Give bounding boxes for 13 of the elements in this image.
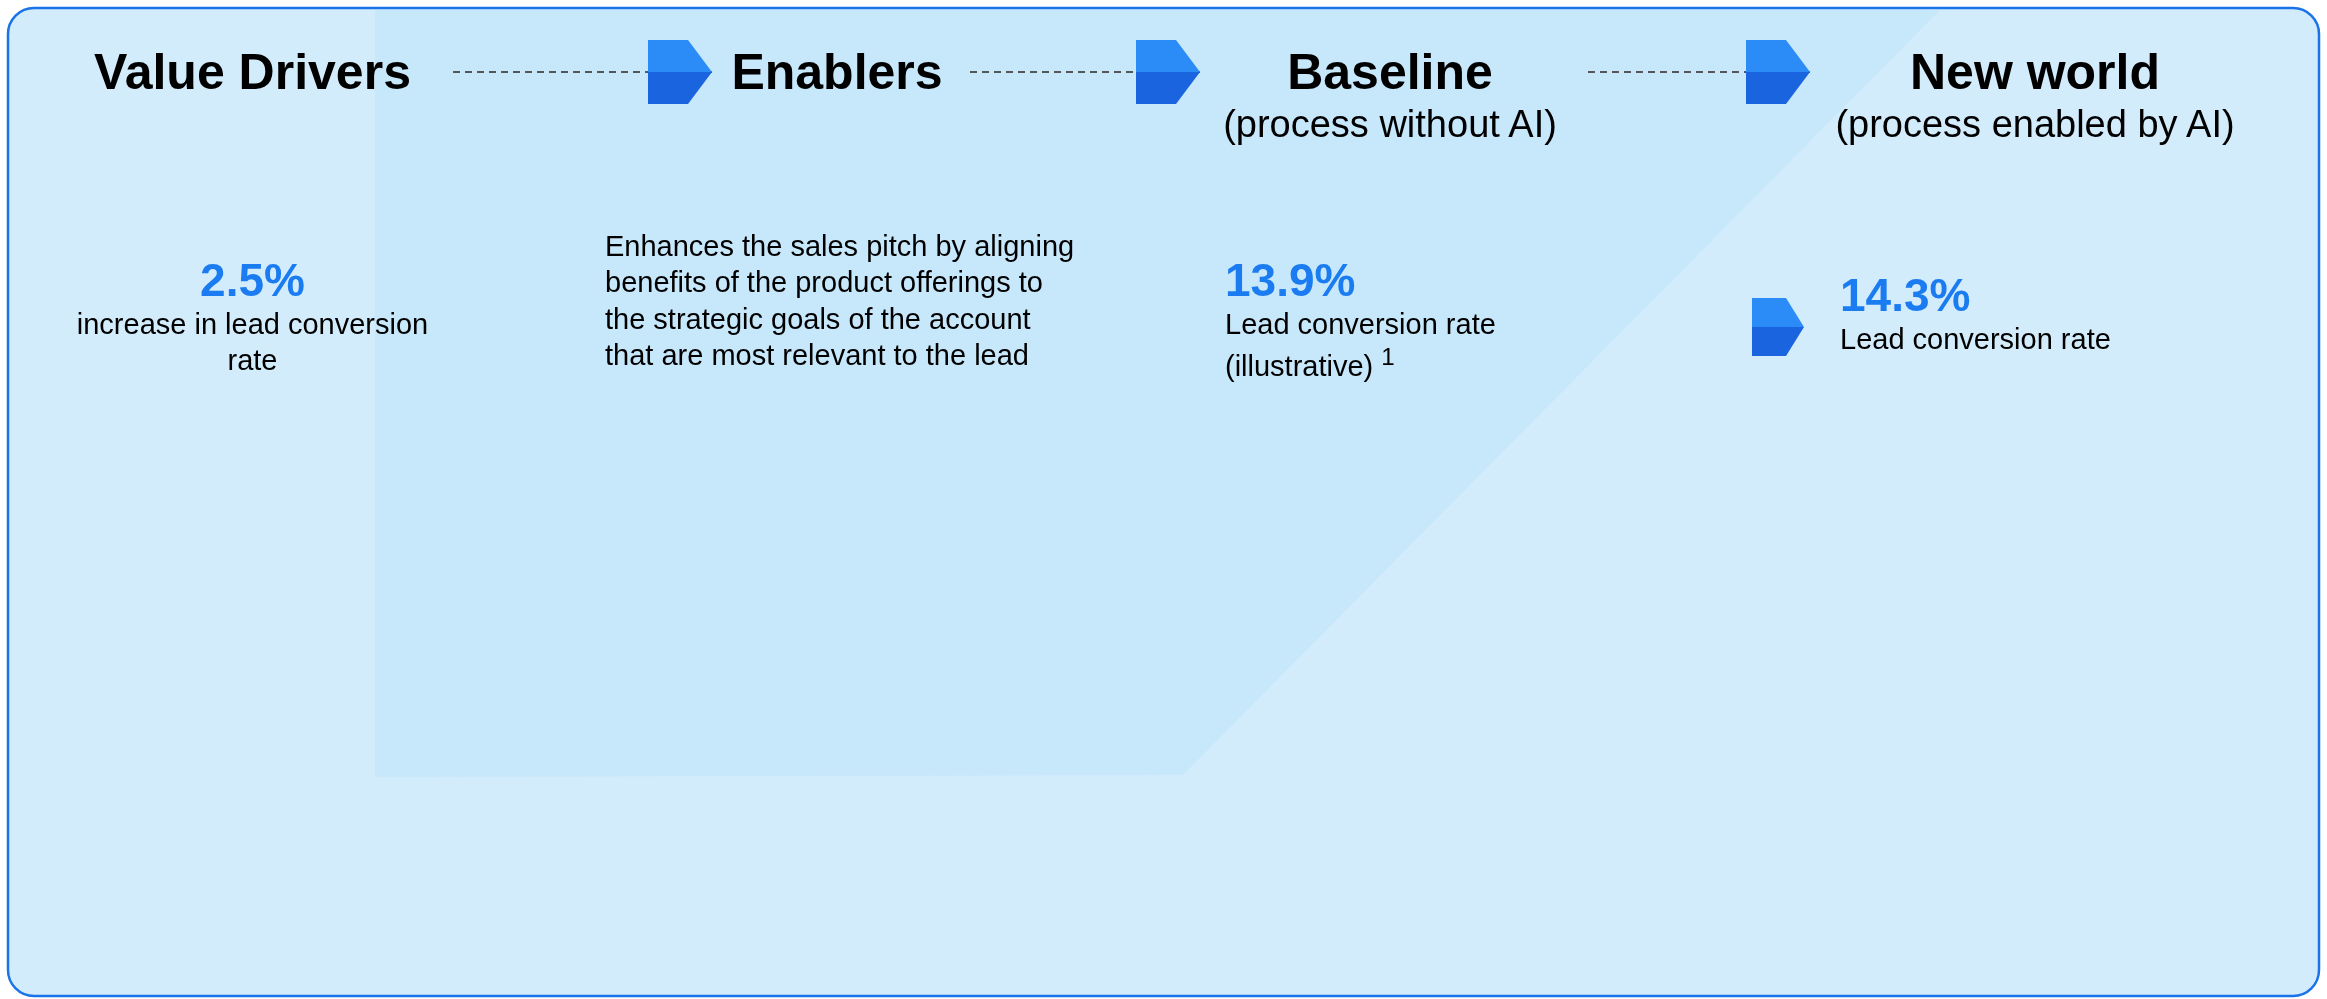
column-heading: Enablers	[730, 43, 944, 102]
column-heading: Value Drivers	[93, 43, 412, 102]
column-heading: New world	[1909, 43, 2161, 102]
description-text: increase in lead conversion rate	[75, 306, 430, 378]
percentage-value: 14.3%	[1840, 270, 1972, 321]
description-text: Enhances the sales pitch by aligning benefits of the product offerings to the strategic goals of the account that are most relevant to the lead	[605, 229, 1075, 373]
description-text: Lead conversion rate (illustrative) $^{1}$	[1225, 306, 1497, 384]
column-subheading: (process enabled by AI)	[1834, 102, 2236, 147]
description-text: Lead conversion rate	[1840, 321, 2112, 357]
column-heading: Baseline	[1286, 43, 1494, 102]
percentage-value: 2.5%	[199, 255, 306, 306]
column-subheading: (process without AI)	[1222, 102, 1558, 147]
percentage-value: 13.9%	[1225, 255, 1357, 306]
